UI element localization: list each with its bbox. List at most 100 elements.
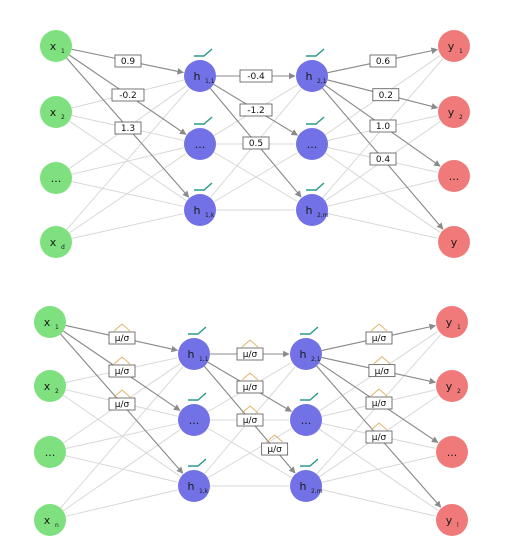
input-node-circle: [34, 306, 66, 338]
hidden-node: h 2,1: [296, 48, 328, 92]
hidden-node-subscript: 2,m: [311, 488, 323, 495]
connection: [71, 147, 184, 175]
output-node-label: y: [446, 380, 453, 393]
weight-value: μ/σ: [267, 445, 282, 455]
activation-icon: [300, 392, 319, 401]
hidden-node-label: ...: [301, 414, 312, 427]
activation-icon: [306, 48, 325, 57]
hidden-node-label: h: [306, 70, 313, 83]
hidden-node-label: h: [300, 348, 307, 361]
weight-label-box: [108, 397, 136, 411]
hidden-node-subscript: 2,m: [317, 212, 329, 219]
output-node: ...: [436, 436, 468, 468]
distribution-icon: [266, 434, 283, 443]
hidden-node: ...: [290, 392, 322, 436]
weight-value: 0.5: [249, 139, 263, 149]
activation-icon: [306, 182, 325, 191]
activation-icon: [194, 116, 213, 125]
connection: [65, 455, 178, 483]
hidden-node-subscript: 1,1: [205, 78, 215, 85]
weight-value: -0.2: [119, 91, 137, 101]
input-node-subscript: n: [55, 522, 59, 529]
hidden-node-label: ...: [307, 138, 318, 151]
output-node-subscript: l: [457, 522, 459, 529]
weight-labels: μ/σμ/σμ/σμ/σμ/σμ/σμ/σμ/σμ/σμ/σμ/σ: [108, 323, 396, 456]
connection: [60, 366, 184, 509]
weight-label-box: [108, 331, 136, 345]
distribution-icon: [241, 372, 259, 381]
weight-label-box: [236, 413, 264, 427]
activation-icon: [194, 182, 213, 191]
weight-value: 0.2: [379, 91, 393, 101]
hidden-node-subscript: 1,k: [205, 212, 215, 219]
weight-value: 0.6: [376, 57, 391, 67]
weight-value: μ/σ: [372, 399, 387, 409]
distribution-icon: [241, 339, 259, 348]
hidden-node-circle: [178, 470, 210, 502]
hidden-node: ...: [184, 116, 216, 160]
output-node-circle: [436, 436, 468, 468]
weight-label-box: [369, 152, 397, 166]
weight-label-box: [239, 103, 273, 117]
output-node-subscript: 2: [459, 114, 463, 121]
hidden-node-subscript: 2,1: [311, 356, 321, 363]
connection: [327, 213, 438, 239]
hidden-node-circle: [184, 128, 216, 160]
output-node-label: ...: [449, 170, 460, 183]
weight-value: μ/σ: [243, 416, 258, 426]
connection: [62, 429, 181, 512]
hidden-node-subscript: 2,1: [317, 78, 327, 85]
output-node-circle: [438, 96, 470, 128]
hidden-node-label: h: [188, 348, 195, 361]
weight-value: 0.4: [376, 155, 391, 165]
weight-label-box: [239, 69, 273, 83]
input-node-subscript: d: [61, 244, 65, 251]
distribution-icon: [241, 405, 259, 414]
weight-label-box: [108, 364, 136, 378]
hidden-node-circle: [290, 404, 322, 436]
hidden-node-label: ...: [195, 138, 206, 151]
input-node: ...: [40, 162, 72, 194]
hidden-node-subscript: 1,k: [199, 488, 209, 495]
weight-value: μ/σ: [375, 367, 390, 377]
hidden-node-circle: [290, 470, 322, 502]
output-node: ...: [438, 160, 470, 192]
output-node-subscript: 1: [457, 324, 461, 331]
weight-value: μ/σ: [115, 334, 130, 344]
hidden-node-circle: [296, 128, 328, 160]
weight-value: 1.0: [376, 122, 391, 132]
weight-label-box: [111, 88, 145, 102]
weight-label-box: [369, 119, 397, 133]
distribution-icon: [370, 323, 388, 332]
hidden-node-circle: [184, 60, 216, 92]
input-node-subscript: 2: [61, 114, 65, 121]
weight-value: -1.2: [247, 106, 265, 116]
output-node-circle: [438, 30, 470, 62]
output-node-subscript: 1: [459, 48, 463, 55]
weight-value: μ/σ: [115, 400, 130, 410]
weight-value: μ/σ: [372, 433, 387, 443]
output-node-label: y: [451, 236, 458, 249]
connection: [318, 428, 439, 511]
connection: [65, 489, 178, 517]
hidden-node-circle: [296, 194, 328, 226]
activation-icon: [188, 326, 207, 335]
hidden-node-circle: [296, 60, 328, 92]
weight-label-box: [236, 380, 264, 394]
input-node-circle: [34, 436, 66, 468]
output-node-circle: [436, 504, 468, 536]
